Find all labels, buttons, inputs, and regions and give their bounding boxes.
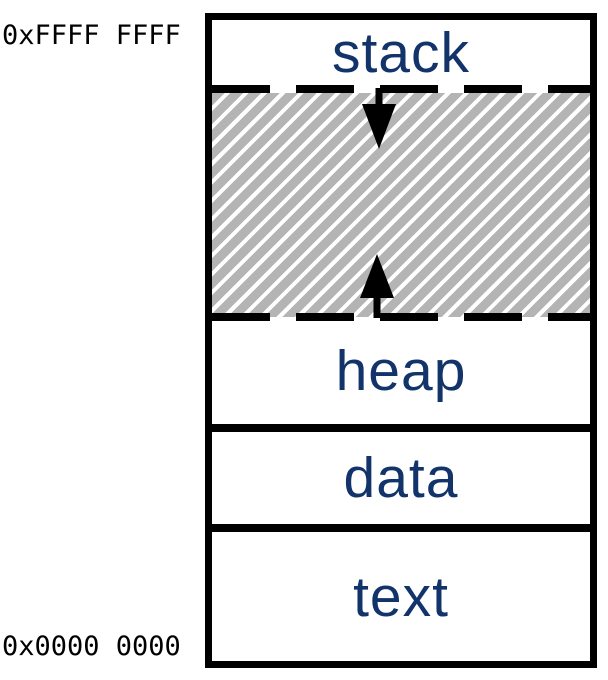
section-data: data bbox=[212, 432, 590, 524]
section-text-label: text bbox=[353, 564, 449, 629]
section-text: text bbox=[212, 532, 590, 661]
heap-data-divider bbox=[212, 424, 590, 432]
heap-boundary-dashed-line bbox=[212, 313, 590, 321]
section-stack: stack bbox=[212, 20, 590, 85]
up-arrow-icon bbox=[360, 254, 394, 318]
section-stack-label: stack bbox=[331, 20, 471, 85]
section-heap: heap bbox=[212, 317, 590, 424]
section-data-label: data bbox=[343, 446, 459, 510]
down-arrow-icon bbox=[362, 88, 396, 149]
stack-boundary-dashed-line bbox=[212, 85, 590, 93]
address-label-bottom: 0x0000 0000 bbox=[2, 631, 181, 662]
data-text-divider bbox=[212, 524, 590, 532]
memory-box: stack heap data text bbox=[205, 13, 597, 668]
address-label-top: 0xFFFF FFFF bbox=[2, 20, 181, 51]
free-space-hatch bbox=[212, 93, 590, 317]
section-heap-label: heap bbox=[335, 338, 467, 403]
